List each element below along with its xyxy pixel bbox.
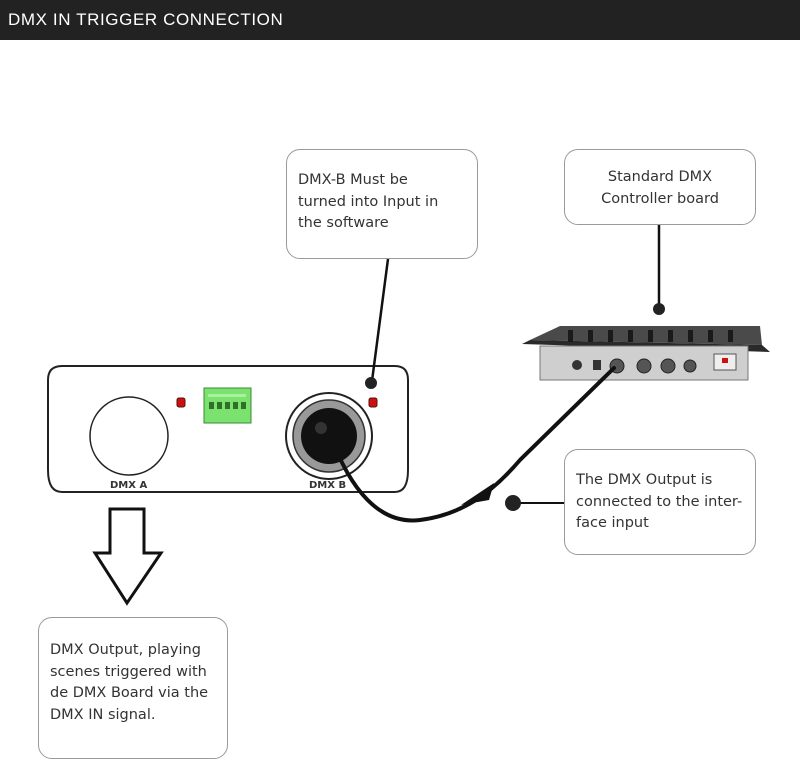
callout-dmx-b-input: DMX-B Must be turned into Input in the s…	[286, 149, 478, 259]
leader-dmxb	[370, 258, 390, 382]
callout-dmx-b-input-text: DMX-B Must be turned into Input in the s…	[298, 172, 439, 231]
page-title: DMX IN TRIGGER CONNECTION	[8, 10, 284, 29]
leader-dot-output	[505, 495, 521, 511]
cable-direction-arrowhead	[461, 483, 494, 505]
dmx-controller-board-image	[522, 326, 770, 381]
dmx-a-label: DMX A	[110, 480, 147, 491]
led-indicator-left	[176, 397, 186, 408]
dmx-cable	[328, 366, 616, 523]
output-down-arrow	[92, 507, 164, 606]
callout-dmx-output-playing-text: DMX Output, playing scenes triggered wit…	[50, 642, 209, 723]
leader-dot-controller	[653, 303, 665, 315]
callout-dmx-output-connected-text: The DMX Output is connected to the inter…	[576, 472, 743, 531]
dmx-a-port	[89, 396, 169, 476]
callout-dmx-output-playing: DMX Output, playing scenes triggered wit…	[38, 617, 228, 759]
callout-standard-controller: Standard DMX Controller board	[564, 149, 756, 225]
terminal-block	[203, 387, 252, 424]
led-indicator-right	[368, 397, 378, 408]
callout-dmx-output-connected: The DMX Output is connected to the inter…	[564, 449, 756, 555]
leader-dot-dmxb	[365, 377, 377, 389]
page-header: DMX IN TRIGGER CONNECTION	[0, 0, 800, 40]
dmx-b-label: DMX B	[309, 480, 346, 491]
callout-standard-controller-text: Standard DMX Controller board	[601, 169, 719, 207]
